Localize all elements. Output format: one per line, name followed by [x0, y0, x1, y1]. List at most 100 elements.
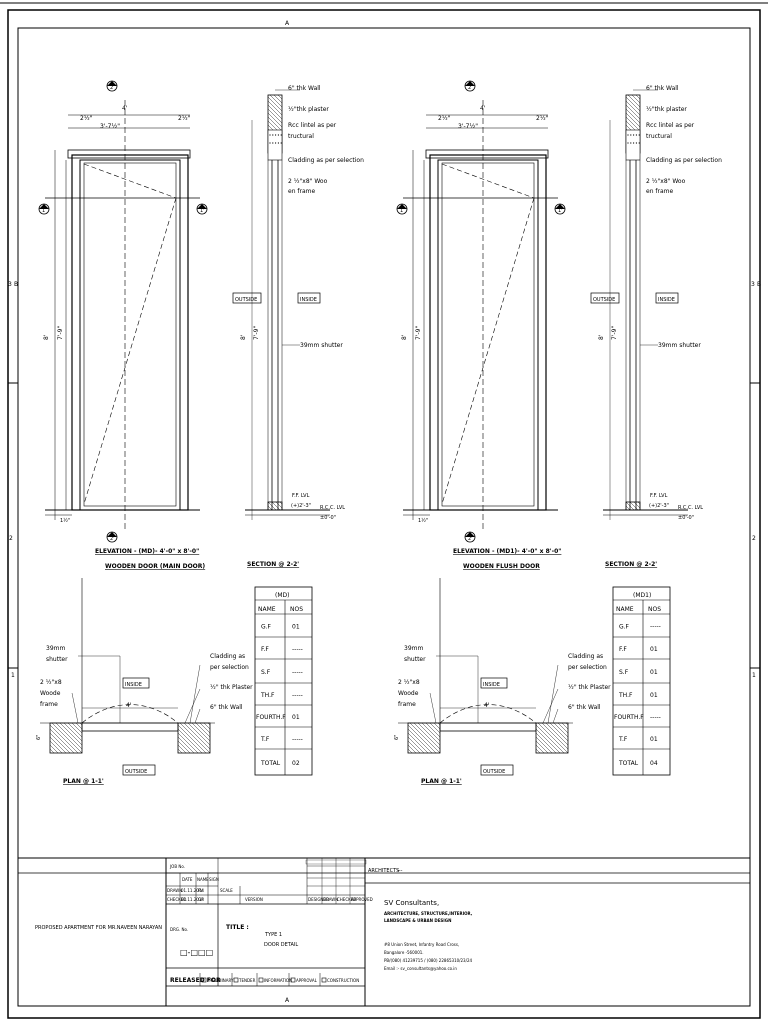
section-outside: OUTSIDE — [593, 297, 615, 303]
schedule-row-name: G.F — [619, 624, 630, 631]
released-tender: TENDER — [238, 978, 256, 983]
lintel-dot — [630, 134, 632, 136]
title-label: TITLE : — [226, 924, 249, 931]
hatch-line — [407, 740, 421, 754]
hatch-line — [535, 724, 565, 754]
schedule-row-name: F.F — [619, 646, 627, 653]
checkbox-tender[interactable] — [233, 977, 239, 983]
plan-marker-left: 1 — [38, 203, 50, 215]
dim-height-outer: 8' — [401, 334, 408, 340]
hatch-line — [273, 94, 283, 104]
released-options: PRELIMINARY TENDER INFORMATION APPROVAL … — [199, 973, 359, 986]
section-marker-top: 2 — [464, 80, 476, 92]
hatch-line — [637, 501, 641, 505]
hatch-line — [277, 94, 283, 100]
door-frame-inner — [437, 159, 539, 511]
rcc-lvl: R.C.C. LVL — [320, 505, 345, 511]
plan-marker-left: 1 — [396, 203, 408, 215]
hatch-line — [535, 728, 561, 754]
plan-thk: 6" — [394, 735, 400, 740]
hatch-line — [177, 728, 203, 754]
plan-wall-left-hatch — [407, 722, 441, 754]
zone-label-left-3: 3 — [8, 281, 12, 288]
plan-cladding-2: per selection — [568, 664, 607, 671]
hatch-line — [421, 722, 441, 742]
label-shutter: 39mm shutter — [658, 342, 701, 349]
leader — [194, 708, 201, 724]
plan-marker-right: 1' — [554, 203, 566, 215]
hatch-line — [267, 104, 283, 120]
section-marker-bottom: 2' — [464, 531, 476, 543]
section-marker-bottom-label: 2' — [110, 536, 115, 542]
leader — [71, 692, 79, 724]
firm-phone: PB/(080) 41239715 / (080) 22865310/23/24 — [384, 958, 472, 963]
lintel-dot — [277, 134, 279, 136]
schedule-row-nos: 01 — [292, 624, 300, 631]
scale-label: SCALE — [220, 888, 233, 893]
section-inside: INSIDE — [658, 297, 675, 303]
rcc-val: ±0'-0" — [678, 515, 694, 521]
rcc-lvl: R.C.C. LVL — [678, 505, 703, 511]
section-sill-hatch — [625, 501, 641, 511]
dim-bottom: 1½" — [60, 517, 70, 524]
hatch-line — [49, 732, 71, 754]
section-marker-bottom-arrow — [107, 532, 117, 537]
schedule-row-nos: 01 — [292, 714, 300, 721]
title-line-1: TYPE 1 — [264, 932, 282, 938]
plan-cladding-2: per selection — [210, 664, 249, 671]
door-frame-outer — [71, 154, 189, 511]
ff-val: (+)2'-3" — [649, 503, 669, 509]
job-no-label: JOB No. — [169, 864, 185, 869]
title-line-2: DOOR DETAIL — [264, 942, 298, 948]
hatch-line — [59, 722, 83, 746]
section-sill-hatch — [267, 501, 283, 511]
drg-no-label: DRG. No. — [170, 927, 188, 932]
lintel-dot — [638, 142, 640, 144]
checkbox-construction[interactable] — [321, 977, 327, 983]
outer-border — [7, 9, 761, 1019]
checkbox-information[interactable] — [258, 977, 264, 983]
hatch-line — [633, 501, 641, 509]
plan-title: PLAN @ 1-1' — [421, 778, 462, 785]
label-frame-2: en frame — [288, 188, 316, 195]
label-frame: 2 ½"x8" Woo — [646, 178, 686, 185]
released-information: INFORMATION — [264, 978, 292, 983]
lintel-dot — [638, 134, 640, 136]
plan-width: 4' — [484, 702, 490, 709]
dim-height-inner: 7'-9" — [415, 326, 422, 340]
released-for-label: RELEASED FOR — [170, 977, 221, 984]
section-dim-outer: 8' — [240, 334, 247, 340]
hatch-line — [63, 722, 83, 742]
hatch-line — [191, 722, 211, 742]
plan-outside-box — [480, 764, 514, 776]
leader — [542, 688, 559, 724]
plan-inside: INSIDE — [483, 682, 500, 688]
dim-jamb-right: 2½" — [178, 115, 191, 122]
hatch-line — [407, 744, 417, 754]
hatch-line — [267, 505, 273, 511]
section-marker-top-label: 2 — [468, 85, 471, 91]
version-label: VERSION — [245, 897, 263, 902]
lintel-dot — [275, 142, 277, 144]
zone-label-right-1: 1 — [752, 672, 756, 679]
hatch-line — [561, 722, 569, 730]
plan-frame-3: frame — [398, 701, 416, 708]
checkbox-preliminary[interactable] — [201, 977, 207, 983]
firm-desc-1: ARCHITECTURE, STRUCTURE,INTERIOR, — [384, 911, 473, 916]
lintel-dot — [280, 134, 282, 136]
schedule-row-nos: 01 — [650, 736, 658, 743]
section-marker-top-arrow — [465, 81, 475, 86]
label-wall: 6" thk Wall — [646, 85, 679, 92]
drawn-label: DRAWN — [167, 888, 182, 893]
section-outside: OUTSIDE — [235, 297, 257, 303]
checkbox-approval[interactable] — [290, 977, 296, 983]
hatch-line — [199, 722, 211, 734]
hatch-line — [407, 724, 437, 754]
hatch-line — [625, 104, 641, 120]
plan-thk: 6" — [36, 735, 42, 740]
hatch-line — [625, 108, 641, 124]
door-shutter — [83, 162, 177, 507]
label-plaster: ½"thk plaster — [288, 106, 329, 113]
hatch-line — [267, 108, 283, 124]
